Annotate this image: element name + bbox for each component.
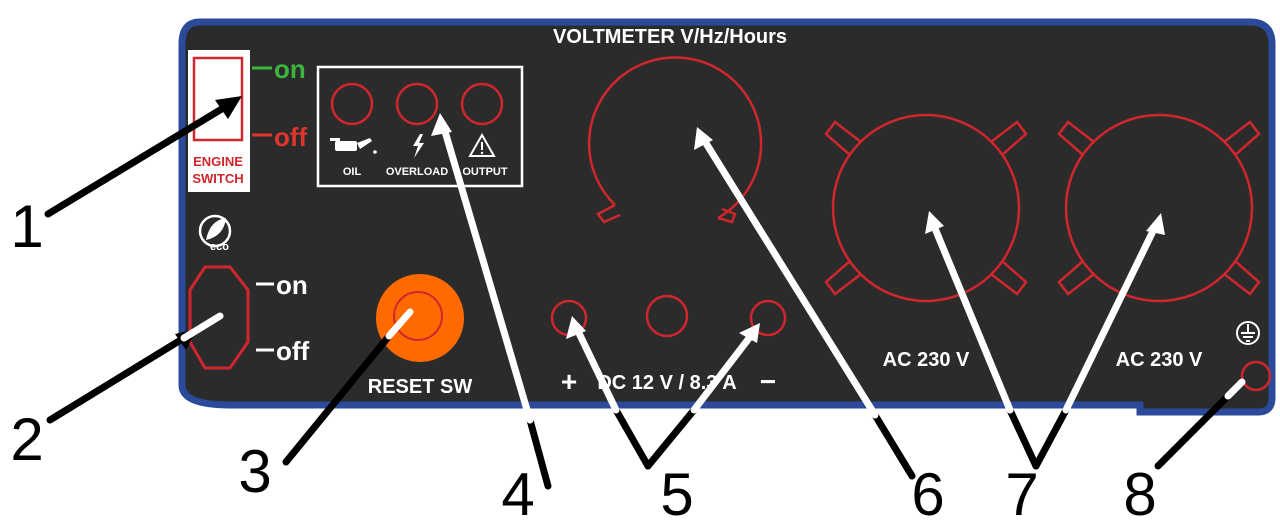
eco-on-label: on [276, 270, 308, 300]
dc-plus-label: + [561, 366, 577, 397]
callout-number-3: 3 [238, 438, 271, 505]
dc-minus-label: − [760, 366, 776, 397]
callout-number-1: 1 [10, 193, 43, 260]
ac-left-label: AC 230 V [883, 349, 970, 371]
engine-switch-label-2: SWITCH [192, 171, 243, 186]
reset-button[interactable] [376, 274, 464, 362]
callout-arrow-3 [282, 332, 393, 466]
engine-off-label: off [274, 122, 308, 152]
panel-body [178, 18, 1276, 416]
callout-arrow-2 [46, 334, 188, 424]
eco-leaf-icon: eco [198, 214, 232, 253]
dc-minus-socket[interactable] [749, 299, 787, 337]
callout-number-5: 5 [660, 461, 693, 523]
ac-socket-right[interactable] [1057, 113, 1261, 303]
engine-on-label: on [274, 54, 306, 84]
ground-icon [1236, 321, 1260, 345]
callout-number-2: 2 [10, 406, 43, 473]
ac-socket-left[interactable] [824, 113, 1028, 303]
overload-label: OVERLOAD [386, 166, 448, 178]
voltmeter-label: VOLTMETER V/Hz/Hours [553, 26, 787, 48]
callout-arrow-1 [44, 103, 229, 218]
oil-label: OIL [343, 166, 362, 178]
callout-arrow-7 [1006, 406, 1040, 470]
overload-indicator-lamp [395, 82, 439, 126]
callout-number-8: 8 [1123, 461, 1156, 523]
output-label: OUTPUT [462, 166, 508, 178]
callout-arrow-6 [871, 411, 916, 480]
eco-switch[interactable] [188, 265, 250, 370]
oil-can-icon [330, 138, 377, 154]
engine-switch-label: ENGINE [193, 154, 243, 169]
indicator-box [316, 65, 524, 188]
callout-number-4: 4 [501, 461, 534, 523]
reset-label: RESET SW [368, 376, 473, 398]
callout-arrow-8 [1154, 392, 1232, 470]
callout-number-7: 7 [1005, 461, 1038, 523]
ground-terminal[interactable] [1240, 360, 1272, 392]
callout-arrow-5 [612, 406, 652, 470]
warning-icon [468, 132, 496, 157]
dc-center-socket [645, 294, 689, 338]
oil-indicator-lamp [330, 82, 374, 126]
eco-off-label: off [276, 336, 310, 366]
ac-right-label: AC 230 V [1116, 349, 1203, 371]
reset-button-ring [393, 291, 443, 341]
callout-arrow-4 [526, 416, 552, 490]
output-indicator-lamp [460, 82, 504, 126]
voltmeter-cutout [587, 56, 763, 220]
eco-badge-label: eco [210, 241, 229, 253]
dc-rating-label: DC 12 V / 8.3 A [597, 372, 736, 394]
lightning-icon [413, 134, 424, 158]
callout-number-6: 6 [911, 461, 944, 523]
